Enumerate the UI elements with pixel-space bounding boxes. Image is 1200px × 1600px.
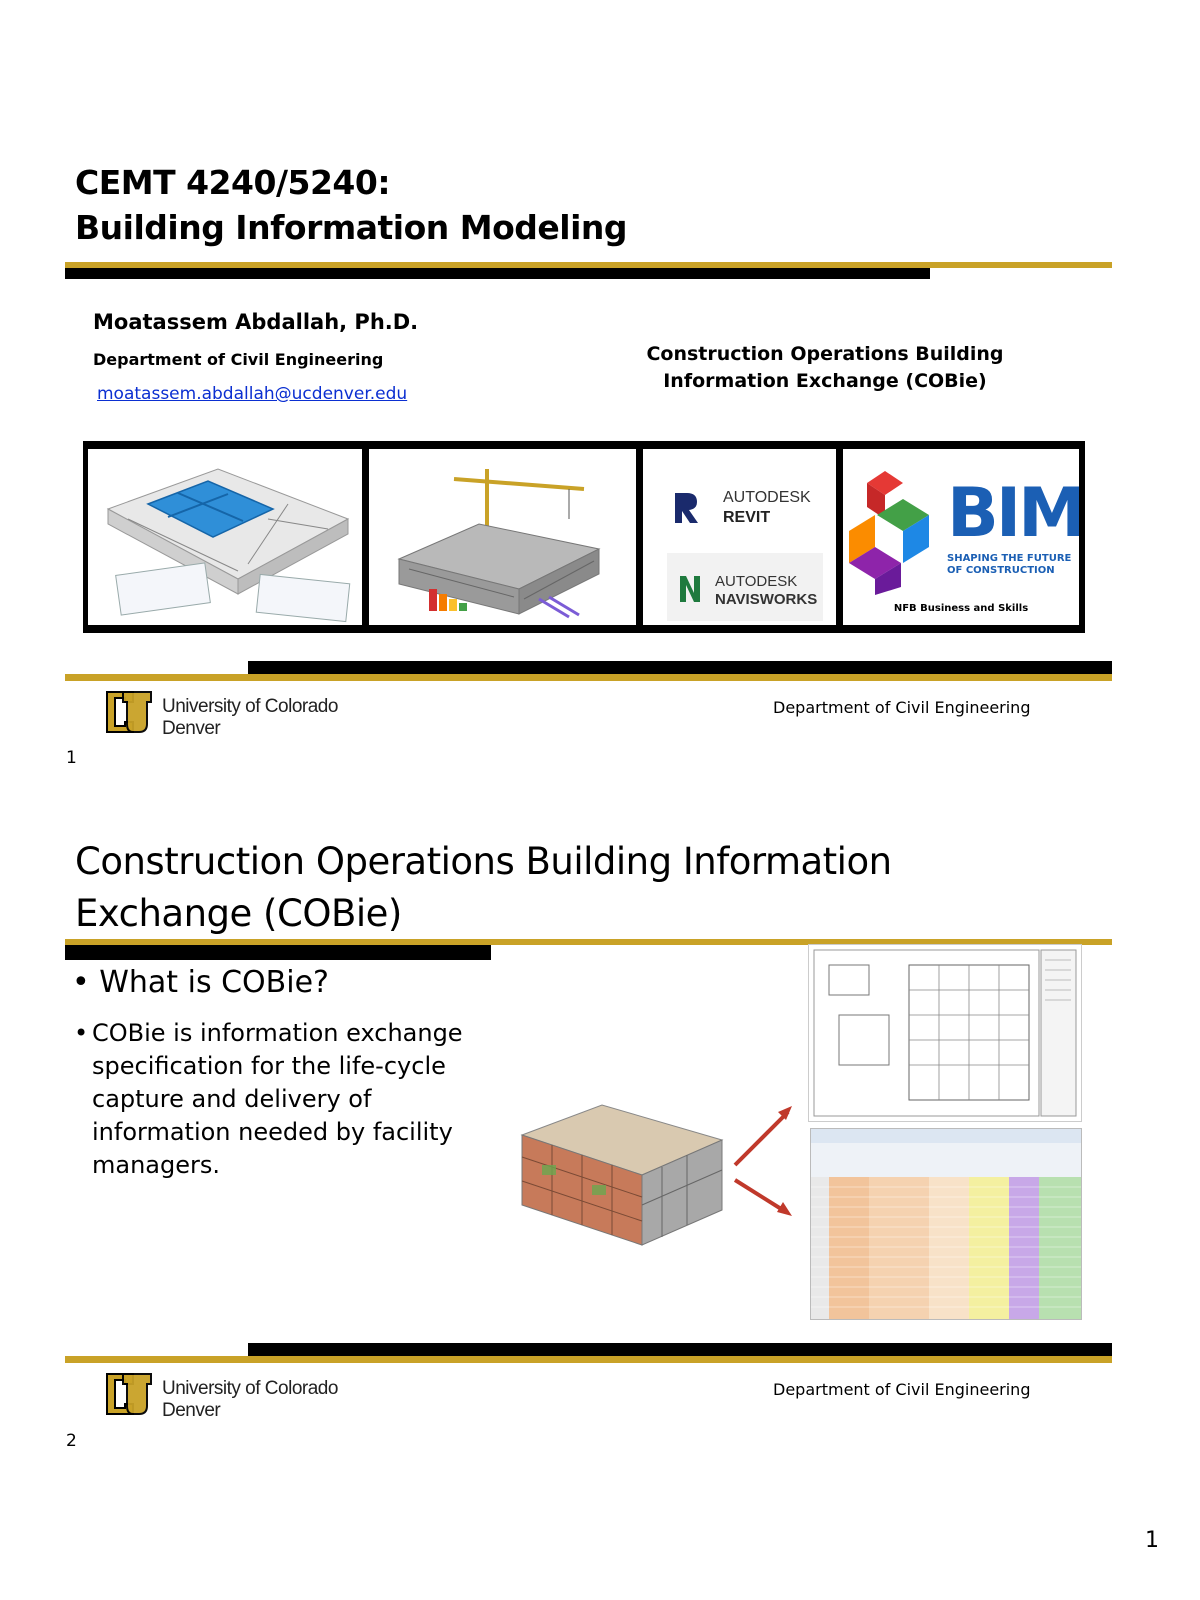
slide-number: 1 — [66, 748, 77, 768]
arrow-up-right-icon — [733, 1110, 790, 1167]
title-gold-rule — [65, 939, 1112, 945]
footer-department: Department of Civil Engineering — [773, 698, 1031, 717]
bullet-dot: • — [74, 1019, 89, 1047]
drawing-sheet-image — [808, 944, 1082, 1122]
bullet-text: What is COBie? — [99, 965, 329, 1000]
slide2-title-line-2: Exchange (COBie) — [75, 892, 402, 935]
bim-wordmark: BIM — [947, 474, 1079, 553]
university-name: University of Colorado Denver — [162, 1378, 338, 1422]
arrow-down-right-icon — [733, 1178, 788, 1214]
footer-black-rule — [248, 1343, 1112, 1356]
slide-subtitle-line-1: Construction Operations Building — [646, 343, 1004, 365]
revit-r-icon — [675, 493, 698, 523]
bim-cube-icon — [849, 471, 929, 595]
slide-subtitle-line-2: Information Exchange (COBie) — [663, 370, 987, 392]
footer-department: Department of Civil Engineering — [773, 1380, 1031, 1399]
bullet-what-is-cobie: • What is COBie? — [72, 965, 329, 1000]
autodesk-logos-panel: AUTODESK REVIT AUTODESK NAVISWORKS — [643, 449, 836, 625]
navisworks-product-text: NAVISWORKS — [715, 591, 818, 608]
building-model-image — [512, 1095, 734, 1255]
definition-line: information needed by facility — [92, 1118, 453, 1146]
bullet-dot: • — [72, 965, 90, 1000]
bullet-cobie-definition: • COBie is information exchange specific… — [74, 1017, 463, 1182]
bim-tagline-line-2: OF CONSTRUCTION — [947, 565, 1055, 576]
bim-tagline: SHAPING THE FUTURE OF CONSTRUCTION — [947, 553, 1071, 577]
bim-caption: NFB Business and Skills — [893, 603, 1029, 614]
definition-line: COBie is information exchange — [92, 1019, 463, 1047]
definition-line: capture and delivery of — [92, 1085, 372, 1113]
title-black-rule — [65, 268, 930, 279]
footer-black-rule — [248, 661, 1112, 674]
bim-floorplan-image — [88, 449, 362, 625]
arrows-graphic — [733, 1106, 792, 1216]
slide-number: 2 — [66, 1431, 77, 1451]
construction-site-image — [369, 449, 636, 625]
university-name-line-1: University of Colorado — [162, 1378, 338, 1399]
bullet-definition-text: COBie is information exchange specificat… — [92, 1017, 463, 1182]
slide2-title-line-1: Construction Operations Building Informa… — [75, 840, 892, 883]
navisworks-brand-text: AUTODESK — [715, 573, 798, 590]
author-department: Department of Civil Engineering — [93, 350, 384, 369]
revit-product-text: REVIT — [723, 509, 771, 526]
slide-title-line-1: CEMT 4240/5240: — [75, 163, 391, 202]
author-email-link[interactable]: moatassem.abdallah@ucdenver.edu — [97, 384, 408, 404]
footer-gold-rule — [65, 1356, 1112, 1363]
bim-tagline-line-1: SHAPING THE FUTURE — [947, 553, 1072, 564]
university-name: University of Colorado Denver — [162, 696, 338, 740]
title-black-rule — [65, 945, 491, 960]
revit-logo: AUTODESK REVIT — [663, 461, 819, 541]
revit-brand-text: AUTODESK — [723, 489, 811, 506]
cu-logo — [103, 688, 155, 736]
university-name-line-2: Denver — [162, 1400, 221, 1421]
sheet-page-number: 1 — [1145, 1528, 1159, 1553]
title-gold-rule — [65, 262, 1112, 268]
navisworks-n-icon — [680, 576, 700, 602]
university-name-line-1: University of Colorado — [162, 696, 338, 717]
definition-line: specification for the life-cycle — [92, 1052, 446, 1080]
university-name-line-2: Denver — [162, 718, 221, 739]
bim-logo-panel: BIM SHAPING THE FUTURE OF CONSTRUCTION N… — [843, 449, 1079, 625]
author-name: Moatassem Abdallah, Ph.D. — [93, 310, 419, 334]
slide-title-line-2: Building Information Modeling — [75, 208, 628, 247]
cu-logo — [103, 1370, 155, 1418]
definition-line: managers. — [92, 1151, 221, 1179]
image-strip: AUTODESK REVIT AUTODESK NAVISWORKS — [83, 441, 1085, 633]
navisworks-logo: AUTODESK NAVISWORKS — [667, 553, 823, 621]
slide-subtitle: Construction Operations Building Informa… — [600, 341, 1050, 395]
footer-gold-rule — [65, 674, 1112, 681]
cobie-spreadsheet-image — [810, 1128, 1082, 1320]
